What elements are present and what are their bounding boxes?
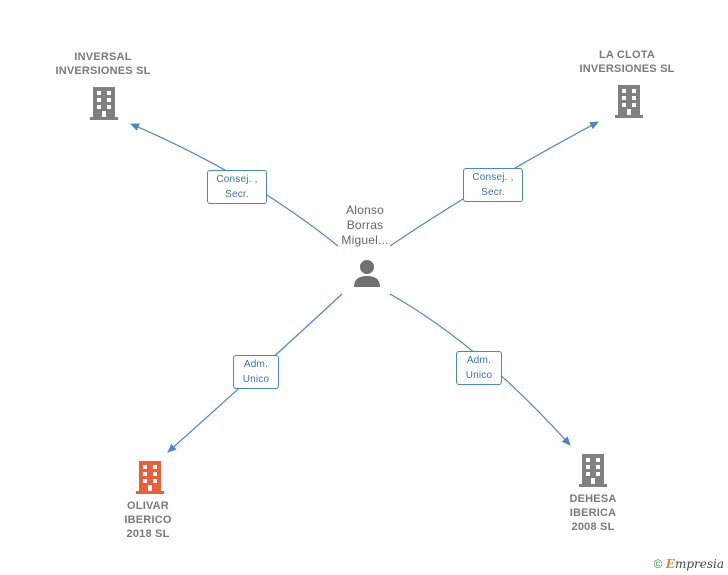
person-icon[interactable]: [352, 258, 382, 288]
person-name[interactable]: Alonso Borras Miguel...: [341, 203, 389, 247]
edge-label-inversal: Consej. , Secr.: [207, 170, 267, 204]
company-label-inversal[interactable]: INVERSAL INVERSIONES SL: [55, 51, 151, 77]
company-label-dehesa[interactable]: DEHESA IBERICA 2008 SL: [569, 493, 617, 533]
edge-label-olivar: Adm. Unico: [233, 355, 279, 389]
building-icon[interactable]: [577, 453, 609, 487]
edge-label-la-clota: Consej. , Secr.: [463, 168, 523, 202]
building-icon[interactable]: [613, 84, 645, 118]
company-label-la-clota[interactable]: LA CLOTA INVERSIONES SL: [579, 49, 675, 75]
building-icon[interactable]: [134, 460, 166, 494]
company-label-olivar[interactable]: OLIVAR IBERICO 2018 SL: [124, 500, 172, 540]
copyright-icon: ©: [653, 557, 663, 571]
building-icon[interactable]: [88, 86, 120, 120]
empresia-logo[interactable]: © Empresia: [654, 557, 724, 571]
edge-label-dehesa: Adm. Unico: [456, 351, 502, 385]
brand-name: Empresia: [665, 557, 724, 571]
